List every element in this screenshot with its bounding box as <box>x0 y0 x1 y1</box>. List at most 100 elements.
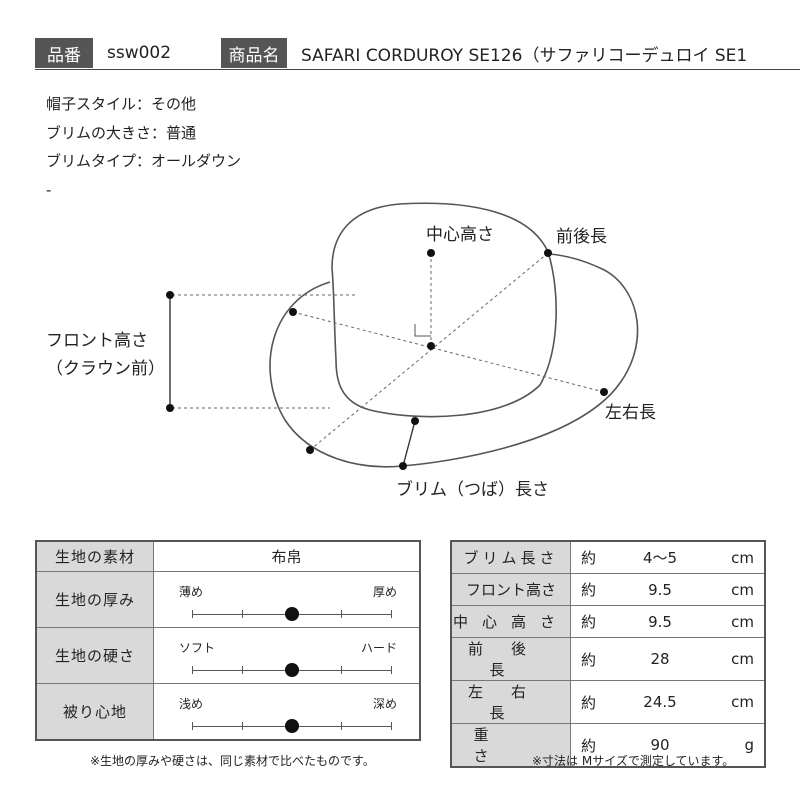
fit-row: 被り心地 浅め 深め <box>35 683 421 741</box>
size-value: 24.5 <box>605 680 715 724</box>
material-table: 生地の素材 布帛 生地の厚み 薄め 厚め 生地の硬さ ソフト ハード 被り心地 … <box>35 540 421 741</box>
size-label: 左右長 <box>451 680 571 724</box>
attr-brim-size: ブリムの大きさ：普通 <box>46 123 197 142</box>
size-label: フロント高さ <box>451 573 571 606</box>
scale-indicator-dot <box>284 663 299 677</box>
scale-tick <box>241 610 243 618</box>
fit-label: 被り心地 <box>35 683 154 741</box>
size-row: 重さ 約 90 g <box>451 723 765 768</box>
size-note: ※寸法は Mサイズで測定しています。 <box>532 754 735 768</box>
point-front-top <box>166 291 174 299</box>
point-right <box>600 388 608 396</box>
size-label: ブリム長さ <box>451 540 571 574</box>
label-brim-length: ブリム（つば）長さ <box>396 479 549 500</box>
hardness-scale: ソフト ハード <box>154 628 419 683</box>
size-prefix: 約 <box>570 723 605 768</box>
point-left <box>289 308 297 316</box>
scale-indicator-dot <box>284 607 299 621</box>
point-brim-inner <box>411 417 419 425</box>
size-prefix: 約 <box>570 573 605 606</box>
size-value: 4～5 <box>605 540 715 574</box>
hat-diagram: 中心高さ 前後長 フロント高さ （クラウン前） 左右長 ブリム（つば）長さ <box>46 202 656 500</box>
fit-scale: 浅め 深め <box>154 684 419 739</box>
size-value: 28 <box>605 637 715 681</box>
name-value: SAFARI CORDUROY SE126（サファリコーデュロイ SE1 <box>301 45 748 66</box>
label-side-length: 左右長 <box>605 403 656 423</box>
size-label: 中心高さ <box>451 605 571 638</box>
front-back-line <box>309 252 549 451</box>
scale-min-label: 浅め <box>179 697 204 711</box>
scale-tick <box>391 722 392 730</box>
scale-min-label: 薄め <box>179 585 204 599</box>
size-value: 9.5 <box>605 605 715 638</box>
side-length-line <box>292 311 605 393</box>
point-brim-outer <box>399 462 407 470</box>
scale-tick <box>241 722 243 730</box>
size-value: 90 <box>605 723 715 768</box>
size-row: フロント高さ 約 9.5 cm <box>451 573 765 606</box>
scale-max-label: 厚め <box>372 585 397 599</box>
attr-style: 帽子スタイル：その他 <box>46 95 197 113</box>
scale-min-label: ソフト <box>179 641 216 655</box>
label-front-height-1: フロント高さ <box>46 331 148 351</box>
name-label: 商品名 <box>221 38 287 68</box>
size-row: ブリム長さ 約 4～5 cm <box>451 540 765 574</box>
size-unit: cm <box>715 605 765 638</box>
material-note: ※生地の厚みや硬さは、同じ素材で比べたものです。 <box>90 754 375 768</box>
scale-tick <box>192 666 193 674</box>
size-value: 9.5 <box>605 573 715 606</box>
size-label: 前後長 <box>451 637 571 681</box>
scale-tick <box>192 610 193 618</box>
thickness-label: 生地の厚み <box>35 571 154 628</box>
scale-tick <box>391 610 392 618</box>
attr-brim-type: ブリムタイプ：オールダウン <box>46 152 242 170</box>
product-header: 品番 ssw002 商品名 SAFARI CORDUROY SE126（サファリ… <box>35 38 761 68</box>
scale-tick <box>341 610 343 618</box>
point-crown-top <box>427 249 435 257</box>
size-label: 重さ <box>451 723 571 768</box>
point-back <box>544 249 552 257</box>
size-unit: cm <box>715 637 765 681</box>
scale-tick <box>241 666 243 674</box>
hat-crown-outline <box>331 202 557 418</box>
thickness-scale: 薄め 厚め <box>154 572 419 627</box>
size-unit: g <box>715 723 765 768</box>
size-row: 前後長 約 28 cm <box>451 637 765 681</box>
right-angle-mark <box>414 324 431 337</box>
attr-extra: - <box>46 180 52 199</box>
point-front <box>306 446 314 454</box>
size-unit: cm <box>715 680 765 724</box>
attribute-list: 帽子スタイル：その他 ブリムの大きさ：普通 ブリムタイプ：オールダウン - <box>46 90 241 204</box>
label-front-height-2: （クラウン前） <box>46 359 165 379</box>
scale-tick <box>341 722 343 730</box>
thickness-row: 生地の厚み 薄め 厚め <box>35 571 421 628</box>
header-divider <box>35 69 800 70</box>
hardness-row: 生地の硬さ ソフト ハード <box>35 627 421 684</box>
hardness-label: 生地の硬さ <box>35 627 154 684</box>
brim-length-line <box>402 420 416 467</box>
hat-brim-outline <box>269 253 639 468</box>
size-row: 左右長 約 24.5 cm <box>451 680 765 724</box>
scale-max-label: ハード <box>360 641 397 655</box>
material-value: 布帛 <box>153 540 421 572</box>
scale-max-label: 深め <box>372 697 397 711</box>
size-unit: cm <box>715 540 765 574</box>
size-prefix: 約 <box>570 605 605 638</box>
point-front-bottom <box>166 404 174 412</box>
label-front-back: 前後長 <box>556 227 607 247</box>
scale-tick <box>391 666 392 674</box>
size-row: 中心高さ 約 9.5 cm <box>451 605 765 638</box>
size-unit: cm <box>715 573 765 606</box>
label-crown-height: 中心高さ <box>426 225 494 245</box>
material-label: 生地の素材 <box>35 540 154 572</box>
point-center <box>427 342 435 350</box>
code-label: 品番 <box>35 38 93 68</box>
scale-tick <box>341 666 343 674</box>
size-prefix: 約 <box>570 637 605 681</box>
scale-tick <box>192 722 193 730</box>
code-value: ssw002 <box>107 43 172 63</box>
size-table: ブリム長さ 約 4～5 cm フロント高さ 約 9.5 cm 中心高さ 約 9.… <box>450 540 766 768</box>
scale-indicator-dot <box>284 719 299 733</box>
size-prefix: 約 <box>570 540 605 574</box>
size-prefix: 約 <box>570 680 605 724</box>
